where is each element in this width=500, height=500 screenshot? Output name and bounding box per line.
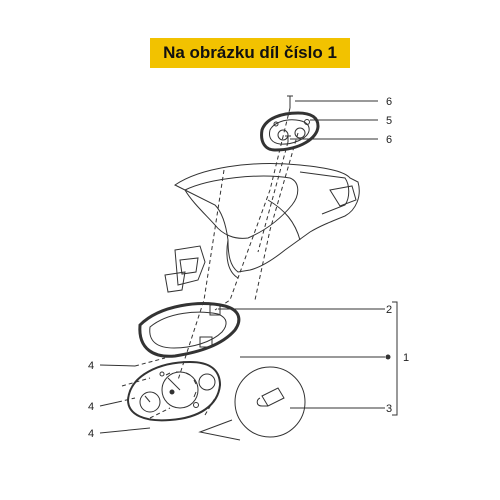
callout-4-top: 4 <box>88 360 94 372</box>
callout-5: 5 <box>386 115 392 127</box>
callout-3: 3 <box>386 403 392 415</box>
instrument-cluster <box>126 360 222 422</box>
callout-1: 1 <box>403 352 409 364</box>
callout-2: 2 <box>386 304 392 316</box>
callout-4-bottom: 4 <box>88 428 94 440</box>
leader-lines <box>99 100 398 434</box>
connection-dot <box>385 354 391 360</box>
callout-6-bottom: 6 <box>386 134 392 146</box>
screws-top <box>285 95 293 142</box>
top-gasket <box>260 111 320 152</box>
handlebar-cover <box>164 163 360 293</box>
instrument-rear-housing <box>138 302 241 358</box>
assembly-lines <box>117 107 299 419</box>
callout-4-mid: 4 <box>88 401 94 413</box>
part-number-banner: Na obrázku díl číslo 1 <box>150 38 350 68</box>
bulb-detail <box>198 366 306 441</box>
callout-6-top: 6 <box>386 96 392 108</box>
banner-text: Na obrázku díl číslo 1 <box>163 43 337 62</box>
